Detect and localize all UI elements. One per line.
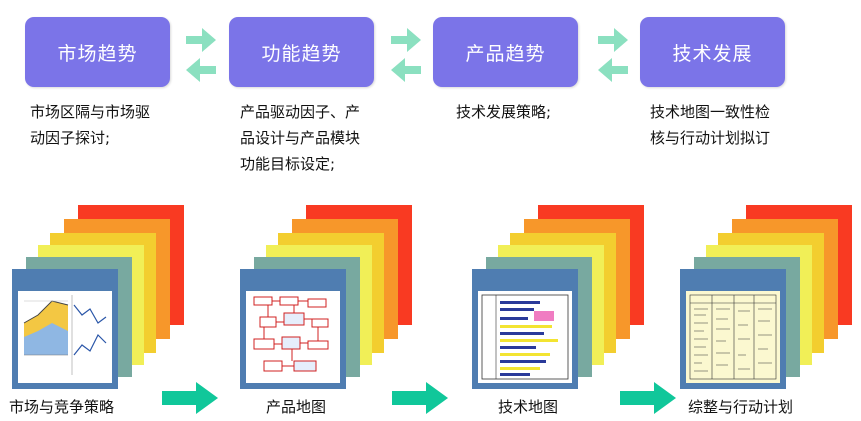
stage-box-tech-development: 技术发展 — [640, 17, 785, 87]
layer-stack-product — [240, 205, 412, 389]
stage-title: 产品趋势 — [465, 42, 546, 65]
stage-title: 功能趋势 — [261, 42, 342, 65]
flow-arrow-1 — [162, 382, 218, 414]
layer-stack-market — [12, 205, 184, 389]
desc-line: 技术发展策略; — [456, 103, 552, 121]
label-integrated-action-plan: 综整与行动计划 — [688, 398, 794, 416]
stage-box-market-trend: 市场趋势 — [25, 17, 170, 87]
layer-stack-technology — [472, 205, 644, 389]
desc-line: 产品驱动因子、产 — [240, 103, 361, 121]
thumbnail-action-sheet — [689, 294, 777, 380]
double-arrow-2 — [391, 28, 421, 82]
flow-arrow-3 — [620, 382, 676, 414]
stage-description-function: 产品驱动因子、产 品设计与产品模块 功能目标设定; — [240, 99, 360, 177]
stage-description-market: 市场区隔与市场驱 动因子探讨; — [30, 99, 150, 151]
thumbnail-tech-table — [481, 294, 569, 380]
flow-arrow-2 — [392, 382, 448, 414]
stage-title: 技术发展 — [672, 42, 753, 65]
thumbnail-chart — [23, 295, 107, 375]
desc-line: 品设计与产品模块 — [240, 129, 361, 147]
layer-stack-action-plan — [680, 205, 852, 389]
stage-box-product-trend: 产品趋势 — [433, 17, 578, 87]
desc-line: 核与行动计划拟订 — [650, 129, 771, 147]
label-market-competition-strategy: 市场与竞争策略 — [9, 398, 115, 416]
desc-line: 动因子探讨; — [30, 129, 111, 147]
double-arrow-3 — [598, 28, 628, 82]
desc-line: 市场区隔与市场驱 — [30, 103, 151, 121]
label-technology-map: 技术地图 — [498, 398, 559, 416]
stage-description-tech: 技术地图一致性检 核与行动计划拟订 — [650, 99, 770, 151]
stage-description-product: 技术发展策略; — [456, 99, 551, 125]
thumbnail-flow-diagram — [253, 296, 329, 372]
stage-box-function-trend: 功能趋势 — [229, 17, 374, 87]
stage-title: 市场趋势 — [57, 42, 138, 65]
label-product-map: 产品地图 — [266, 398, 327, 416]
desc-line: 技术地图一致性检 — [650, 103, 771, 121]
double-arrow-1 — [186, 28, 216, 82]
desc-line: 功能目标设定; — [240, 155, 336, 173]
